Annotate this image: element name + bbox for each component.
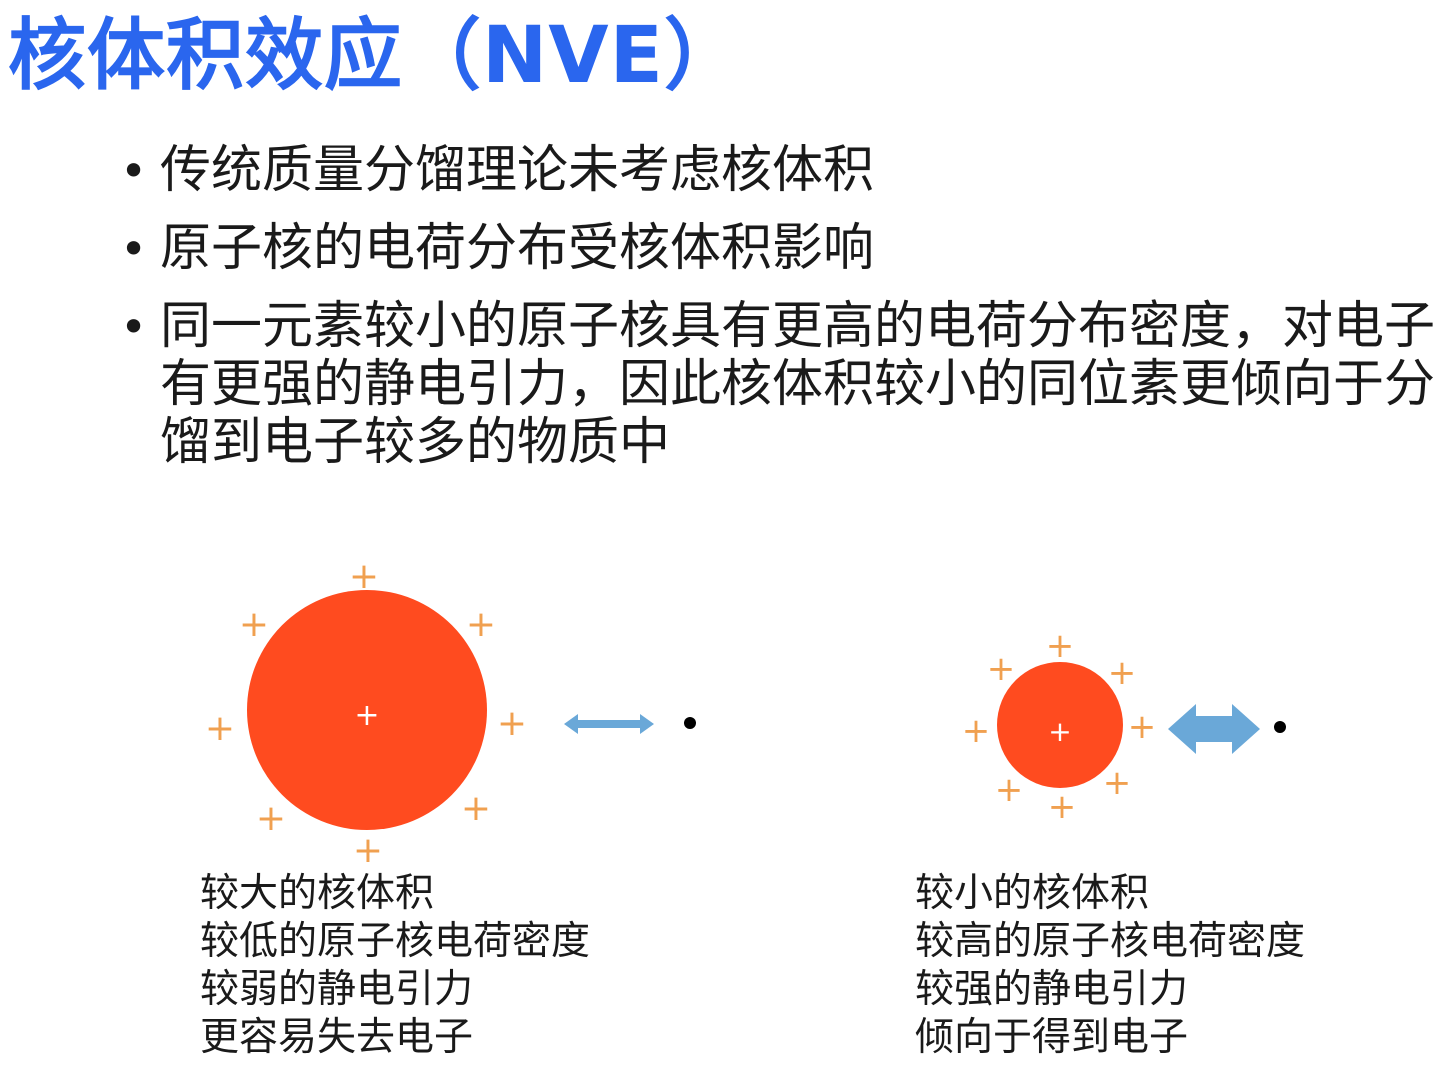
electron <box>1274 721 1286 733</box>
charge-plus: + <box>466 604 496 645</box>
caption-line: 较小的核体积 <box>915 871 1150 916</box>
charge-plus: + <box>1128 707 1157 747</box>
bullet-dot: • <box>120 144 148 198</box>
bullet-text: 同一元素较小的原子核具有更高的电荷分布密度，对电子有更强的静电引力，因此核体积较… <box>160 297 1436 472</box>
caption-line: 更容易失去电子 <box>200 1015 474 1060</box>
page-title: 核体积效应（NVE） <box>8 11 743 101</box>
charge-plus: + <box>1046 626 1075 666</box>
charge-plus: + <box>995 770 1024 810</box>
bullet-item: •原子核的电荷分布受核体积影响 <box>118 220 1448 278</box>
bullet-item: •传统质量分馏理论未考虑核体积 <box>118 142 1448 200</box>
caption-line: 较弱的静电引力 <box>200 967 474 1012</box>
charge-plus: + <box>987 649 1016 689</box>
caption-line: 较高的原子核电荷密度 <box>915 919 1306 964</box>
weak-attraction-arrow-icon <box>564 714 654 734</box>
charge-plus: + <box>1108 653 1137 693</box>
bullet-dot: • <box>120 222 148 276</box>
large-nucleus-caption: 较大的核体积 较低的原子核电荷密度 较弱的静电引力 更容易失去电子 <box>200 870 590 1062</box>
large-nucleus-center-plus: + <box>354 698 379 733</box>
electron <box>684 717 696 729</box>
caption-line: 较低的原子核电荷密度 <box>200 919 591 964</box>
bullet-dot: • <box>120 300 148 354</box>
charge-plus: + <box>205 708 235 749</box>
caption-line: 倾向于得到电子 <box>915 1015 1189 1060</box>
caption-line: 较大的核体积 <box>200 871 435 916</box>
small-nucleus-caption: 较小的核体积 较高的原子核电荷密度 较强的静电引力 倾向于得到电子 <box>915 870 1305 1062</box>
charge-plus: + <box>962 711 991 751</box>
small-nucleus <box>997 662 1123 788</box>
bullet-list: •传统质量分馏理论未考虑核体积 •原子核的电荷分布受核体积影响 •同一元素较小的… <box>118 142 1448 492</box>
charge-plus: + <box>497 703 527 744</box>
strong-attraction-arrow-icon <box>1168 704 1260 754</box>
large-nucleus <box>247 590 487 830</box>
charge-plus: + <box>1103 763 1132 803</box>
bullet-item: •同一元素较小的原子核具有更高的电荷分布密度，对电子有更强的静电引力，因此核体积… <box>118 298 1448 472</box>
charge-plus: + <box>239 604 269 645</box>
bullet-text: 原子核的电荷分布受核体积影响 <box>160 219 875 278</box>
charge-plus: + <box>353 830 383 870</box>
charge-plus: + <box>349 556 379 597</box>
charge-plus: + <box>256 798 286 839</box>
charge-plus: + <box>1048 787 1077 827</box>
bullet-text: 传统质量分馏理论未考虑核体积 <box>160 141 875 200</box>
small-nucleus-center-plus: + <box>1048 715 1071 748</box>
nucleus-diagram: + + + + + + + + + + + + + + + + + + <box>205 556 1286 870</box>
charge-plus: + <box>461 788 491 829</box>
caption-line: 较强的静电引力 <box>915 967 1189 1012</box>
